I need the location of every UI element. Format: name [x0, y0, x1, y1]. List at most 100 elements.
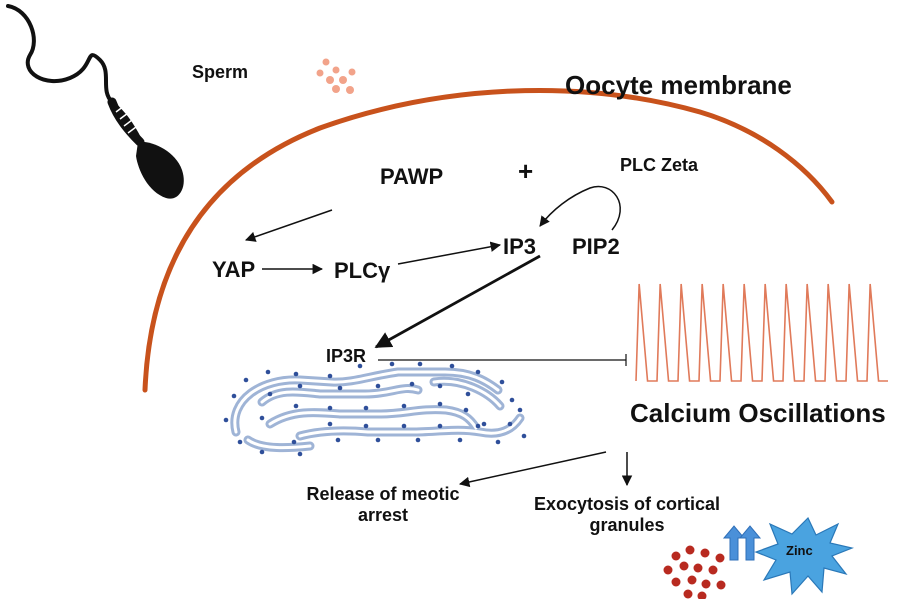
granule-dot: [708, 565, 718, 575]
calcium-oscillations-label: Calcium Oscillations: [630, 398, 886, 428]
sperm-label: Sperm: [192, 62, 249, 82]
pip2-label: PIP2: [572, 234, 620, 259]
er-dot: [259, 449, 265, 455]
vesicle-dot: [346, 86, 354, 94]
er-dot: [475, 369, 481, 375]
yap-label: YAP: [212, 257, 256, 282]
er-dot: [259, 415, 265, 421]
er-dot: [293, 371, 299, 377]
vesicle-dot: [326, 76, 334, 84]
er-dot: [509, 397, 515, 403]
er-dot: [465, 391, 471, 397]
calcium-oscillation-trace: [635, 283, 888, 382]
cortical-granules: [663, 545, 726, 599]
granule-dot: [700, 548, 710, 558]
endoplasmic-reticulum: [230, 367, 525, 453]
er-dot: [437, 383, 443, 389]
er-dot: [231, 393, 237, 399]
sperm-icon: [6, 4, 184, 199]
plus-sign: +: [518, 156, 534, 186]
arrow-plczeta-to-ip3: [539, 185, 621, 231]
ip3r-label: IP3R: [326, 346, 367, 366]
er-dot: [357, 363, 363, 369]
oocyte-membrane-label: Oocyte membrane: [565, 70, 792, 100]
er-dot: [401, 423, 407, 429]
er-dot: [521, 433, 527, 439]
er-dot: [389, 361, 395, 367]
vesicle-dot: [332, 85, 340, 93]
vesicle-dot: [348, 68, 356, 76]
er-dot: [363, 423, 369, 429]
arrow-plcg-to-ip3: [397, 241, 502, 265]
er-dot: [437, 423, 443, 429]
vesicle-dot: [339, 76, 347, 84]
er-dot: [223, 417, 229, 423]
arrow-ip3-to-ip3r: [374, 254, 541, 349]
granule-dot: [679, 561, 689, 571]
sperm-vesicles: [316, 58, 356, 94]
granule-dot: [671, 577, 681, 587]
double-up-arrow-icon: [722, 525, 762, 561]
ip3-label: IP3: [503, 234, 537, 259]
granule-dot: [693, 563, 703, 573]
er-dot: [327, 405, 333, 411]
granule-dot: [683, 589, 693, 599]
er-dot: [499, 379, 505, 385]
vesicle-dot: [316, 69, 324, 77]
er-dot: [375, 383, 381, 389]
er-dot: [297, 383, 303, 389]
plc-gamma-label: PLCγ: [334, 258, 391, 283]
er-dot: [375, 437, 381, 443]
release-of-meiotic-arrest-label: Release of meotic arrest: [298, 484, 468, 526]
er-dot: [401, 403, 407, 409]
zinc-starburst-icon: [754, 516, 855, 596]
er-dot: [507, 421, 513, 427]
er-dot: [475, 423, 481, 429]
er-dot: [415, 437, 421, 443]
er-dot: [363, 405, 369, 411]
vesicle-dot: [322, 58, 330, 66]
granule-dot: [671, 551, 681, 561]
er-dot: [291, 439, 297, 445]
er-dot: [265, 369, 271, 375]
er-dot: [267, 391, 273, 397]
granule-dot: [701, 579, 711, 589]
oocyte-membrane: [142, 88, 835, 393]
er-dot: [417, 361, 423, 367]
er-dot: [409, 381, 415, 387]
arrow-pawp-to-yap: [245, 209, 333, 242]
er-dot: [293, 403, 299, 409]
granule-dot: [715, 553, 725, 563]
granule-dot: [697, 591, 707, 599]
er-dot: [297, 451, 303, 457]
er-dot: [237, 439, 243, 445]
pawp-label: PAWP: [380, 164, 444, 189]
granule-dot: [716, 580, 726, 590]
arrow-to-release: [458, 451, 607, 488]
er-dot: [457, 437, 463, 443]
er-dot: [517, 407, 523, 413]
granule-dot: [687, 575, 697, 585]
granule-dot: [685, 545, 695, 555]
er-dot: [449, 363, 455, 369]
er-ribosome-dots: [223, 361, 527, 457]
er-dot: [481, 421, 487, 427]
er-dot: [437, 401, 443, 407]
er-dot: [335, 437, 341, 443]
er-dot: [495, 439, 501, 445]
exocytosis-label: Exocytosis of cortical granules: [522, 494, 732, 536]
er-dot: [327, 373, 333, 379]
release-line-2: arrest: [357, 505, 409, 525]
plc-zeta-label: PLC Zeta: [620, 155, 699, 175]
er-dot: [337, 385, 343, 391]
release-line-1: Release of meotic: [306, 484, 460, 504]
exocytosis-line-2: granules: [589, 515, 665, 535]
vesicle-dot: [332, 66, 340, 74]
er-dot: [327, 421, 333, 427]
granule-dot: [663, 565, 673, 575]
exocytosis-line-1: Exocytosis of cortical: [533, 494, 721, 514]
zinc-label: Zinc: [786, 543, 813, 558]
er-dot: [463, 407, 469, 413]
er-dot: [243, 377, 249, 383]
